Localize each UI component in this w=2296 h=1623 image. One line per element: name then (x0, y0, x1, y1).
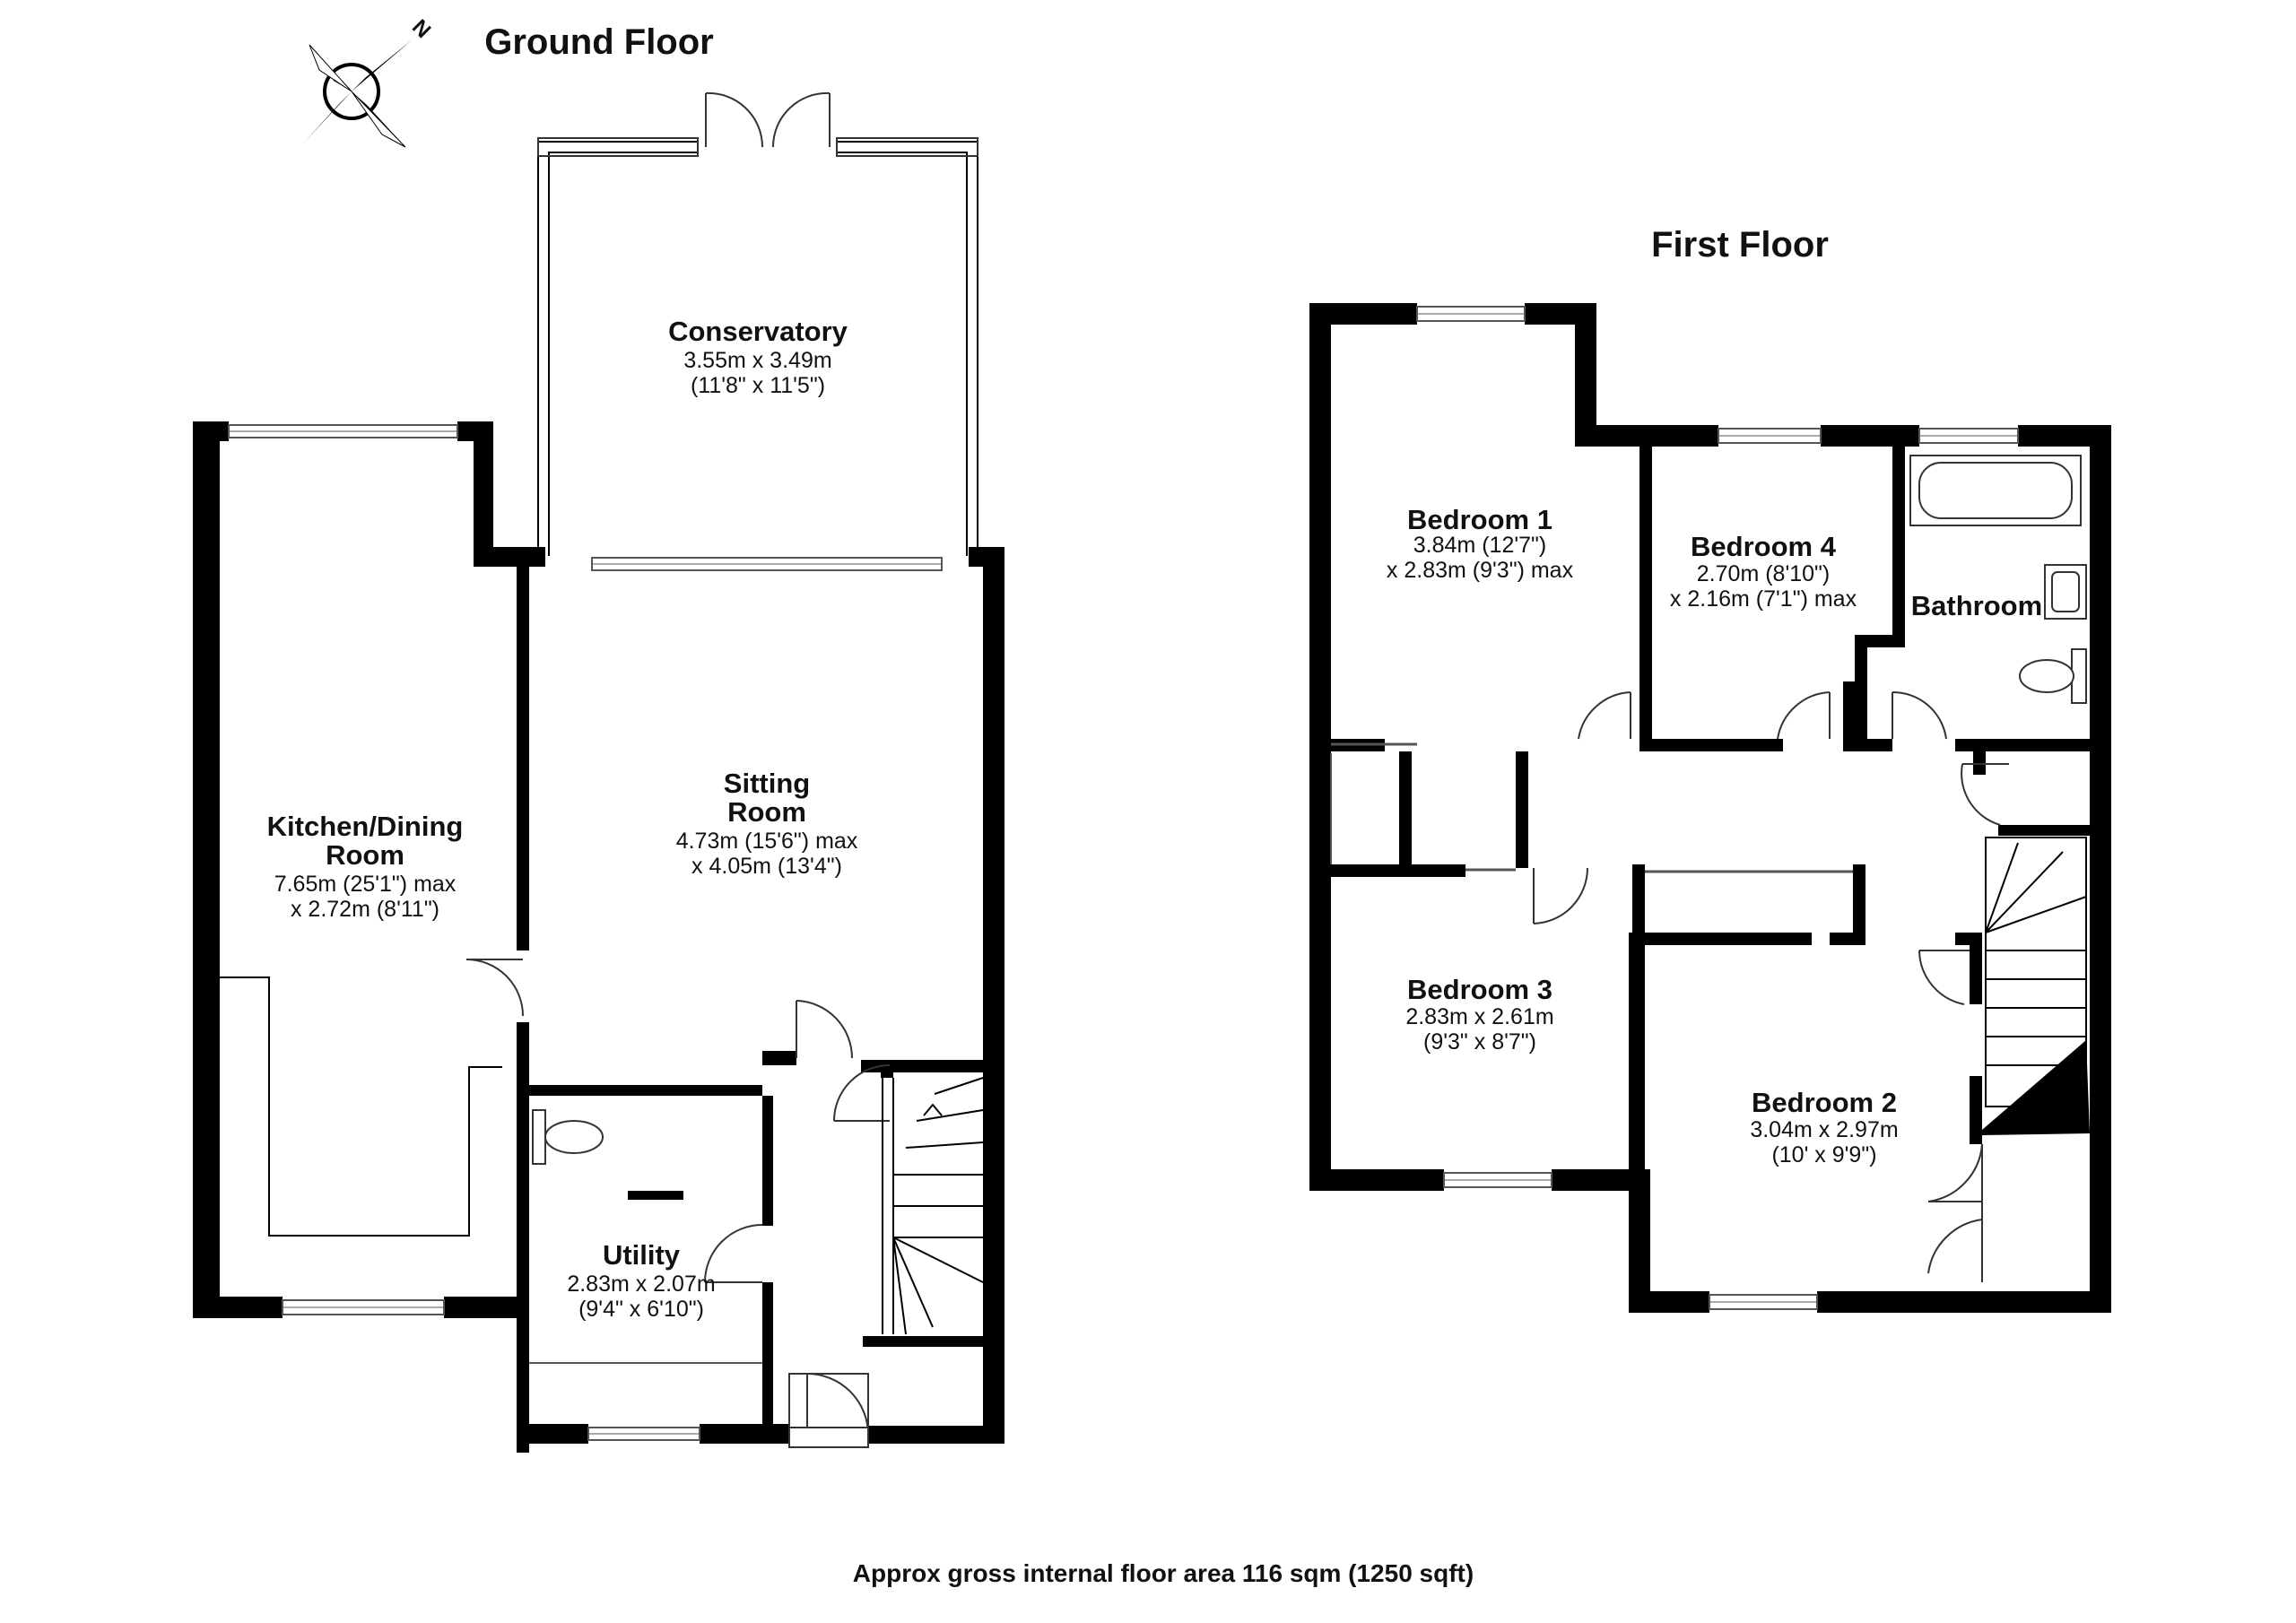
utility-dim-imperial: (9'4" x 6'10") (578, 1297, 704, 1322)
kitchen-walls (193, 421, 545, 1318)
sitting-room-label-line1: Sitting (724, 768, 810, 799)
bedroom4-dim-2: x 2.16m (7'1") max (1670, 586, 1857, 612)
sitting-room-dim-1: 4.73m (15'6") max (676, 829, 858, 854)
bathroom-label: Bathroom (1911, 590, 2042, 621)
conservatory-frame (537, 137, 978, 556)
utility-walls (517, 1060, 1004, 1453)
basin-icon (2044, 564, 2087, 620)
bedroom3-dim-metric: 2.83m x 2.61m (1405, 1004, 1553, 1029)
kitchen-label-line2: Room (326, 839, 404, 871)
conservatory-dim-imperial: (11'8" x 11'5") (691, 373, 825, 398)
bedroom1-dim-2: x 2.83m (9'3") max (1387, 558, 1574, 583)
bedroom2-label: Bedroom 2 (1752, 1087, 1897, 1118)
bathtub-icon (1909, 455, 2082, 526)
bedroom2-dim-metric: 3.04m x 2.97m (1750, 1117, 1898, 1142)
bedroom1-label: Bedroom 1 (1407, 504, 1552, 535)
first-floor-stairs (1982, 837, 2090, 1135)
utility-door (704, 1224, 763, 1283)
bedroom4-label: Bedroom 4 (1691, 531, 1837, 562)
first-floor-interior-walls (1330, 447, 2111, 1184)
first-floor-doors (1533, 690, 2009, 1282)
conservatory-dim-metric: 3.55m x 3.49m (683, 348, 831, 373)
wc-toilet-icon (532, 1109, 604, 1165)
kitchen-dim-1: 7.65m (25'1") max (274, 872, 457, 897)
ground-floor-stairs (882, 1077, 984, 1335)
kitchen-dim-2: x 2.72m (8'11") (291, 897, 439, 922)
bedroom2-dim-imperial: (10' x 9'9") (1771, 1142, 1876, 1167)
floor-area-note: Approx gross internal floor area 116 sqm… (853, 1559, 1474, 1587)
conservatory-label: Conservatory (668, 316, 848, 347)
kitchen-units (220, 976, 502, 1237)
sitting-room-label-line2: Room (727, 796, 806, 828)
ground-floor-title: Ground Floor (484, 22, 714, 62)
north-label: N (407, 15, 435, 43)
utility-dim-metric: 2.83m x 2.07m (567, 1271, 715, 1297)
utility-label: Utility (603, 1239, 681, 1271)
ground-floor-plan: Ground Floor (193, 22, 1004, 1453)
bathroom-toilet-icon (2019, 648, 2087, 704)
bedroom4-dim-1: 2.70m (8'10") (1697, 561, 1830, 586)
bedroom1-dim-1: 3.84m (12'7") (1413, 533, 1546, 558)
first-floor-outer-walls (1309, 303, 2111, 1313)
conservatory-french-doors (705, 91, 831, 148)
bedroom3-dim-imperial: (9'3" x 8'7") (1423, 1029, 1536, 1055)
first-floor-title: First Floor (1651, 225, 1829, 265)
sitting-room-dim-2: x 4.05m (13'4") (691, 854, 842, 879)
bedroom3-label: Bedroom 3 (1407, 974, 1552, 1005)
kitchen-label-line1: Kitchen/Dining (267, 811, 464, 842)
hall-doors (788, 1000, 891, 1448)
sitting-room-door (465, 959, 524, 1017)
sitting-room-walls (517, 547, 1004, 1444)
compass-icon: N (303, 15, 435, 148)
first-floor-plan: First Floor (1309, 225, 2111, 1313)
